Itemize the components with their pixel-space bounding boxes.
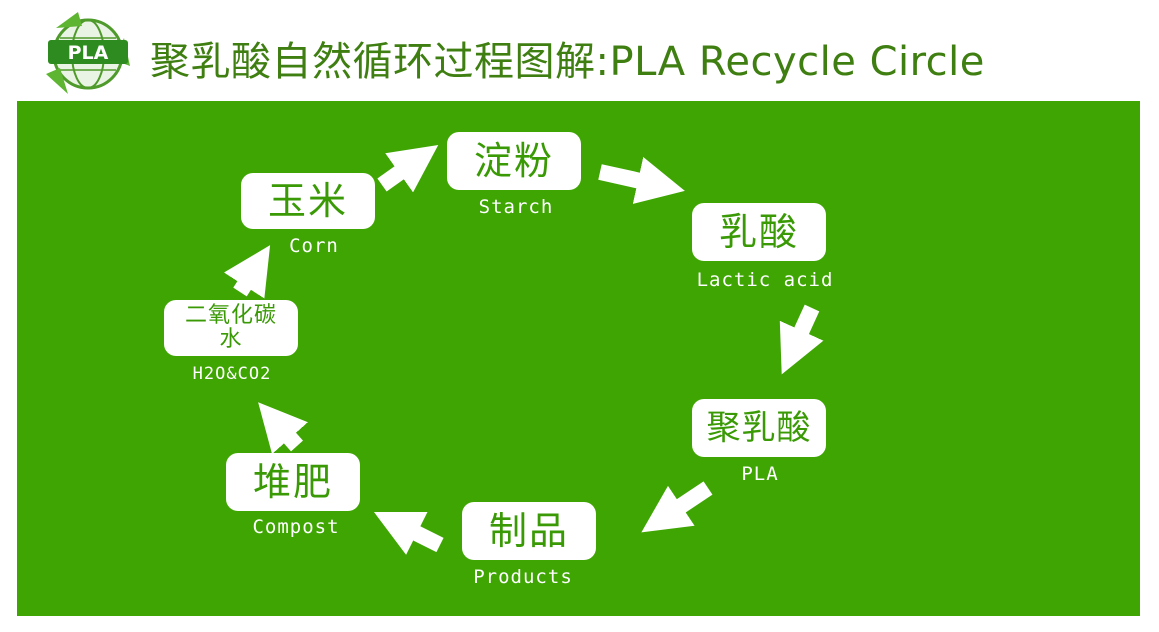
node-compost-en: Compost (252, 516, 340, 538)
node-compost: 堆肥 (226, 453, 360, 511)
node-corn-en: Corn (289, 235, 339, 257)
node-lactic-zh: 乳酸 (718, 210, 799, 254)
node-corn: 玉米 (241, 173, 375, 229)
node-co2-zh-line1: 二氧化碳 (184, 303, 277, 328)
node-lactic: 乳酸 (692, 203, 826, 261)
page-title: 聚乳酸自然循环过程图解:PLA Recycle Circle (150, 39, 985, 85)
node-co2-zh-line2: 水 (219, 327, 243, 352)
node-products-en: Products (473, 566, 573, 588)
node-lactic-en: Lactic acid (696, 269, 834, 291)
recycle-globe-icon (46, 12, 130, 94)
node-products: 制品 (462, 502, 596, 560)
node-products-zh: 制品 (488, 509, 569, 553)
node-pla-zh: 聚乳酸 (706, 408, 812, 448)
node-pla: 聚乳酸 (692, 399, 826, 457)
pla-logo: PLA (46, 12, 130, 94)
node-co2-en: H2O&CO2 (192, 364, 272, 384)
logo-text: PLA (68, 42, 109, 64)
node-starch: 淀粉 (447, 132, 581, 190)
node-starch-zh: 淀粉 (473, 139, 554, 183)
node-starch-en: Starch (478, 196, 554, 218)
node-co2: 二氧化碳 水 (164, 300, 298, 356)
node-compost-zh: 堆肥 (252, 460, 333, 504)
node-corn-zh: 玉米 (267, 179, 348, 223)
node-pla-en: PLA (741, 463, 779, 485)
